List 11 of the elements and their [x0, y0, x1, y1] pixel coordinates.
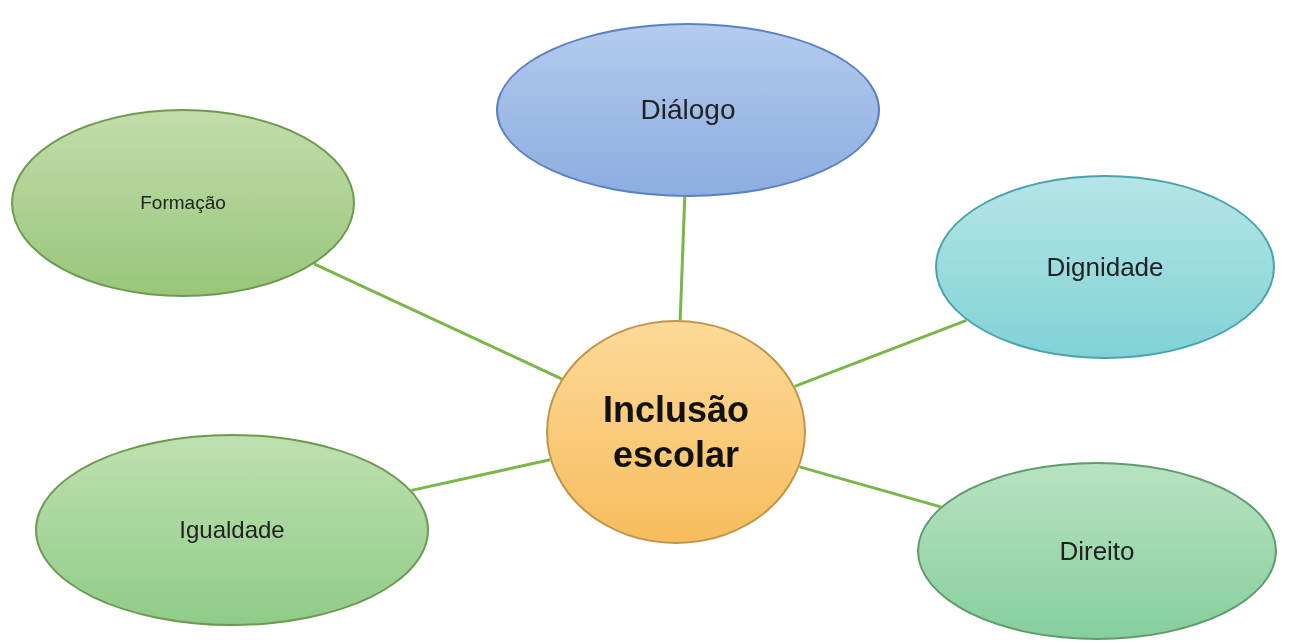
connector-line: [678, 196, 687, 321]
connector-line: [411, 458, 551, 492]
node-label: Igualdade: [178, 515, 286, 545]
node-label: Dignidade: [1045, 250, 1165, 284]
node-label: Inclusão escolar: [601, 388, 750, 477]
node-label: Diálogo: [639, 93, 737, 127]
node-label: Formação: [139, 190, 227, 215]
connector-line: [794, 318, 967, 388]
node-label: Direito: [1058, 534, 1136, 568]
connector-line: [799, 465, 942, 509]
connector-line: [313, 262, 563, 381]
